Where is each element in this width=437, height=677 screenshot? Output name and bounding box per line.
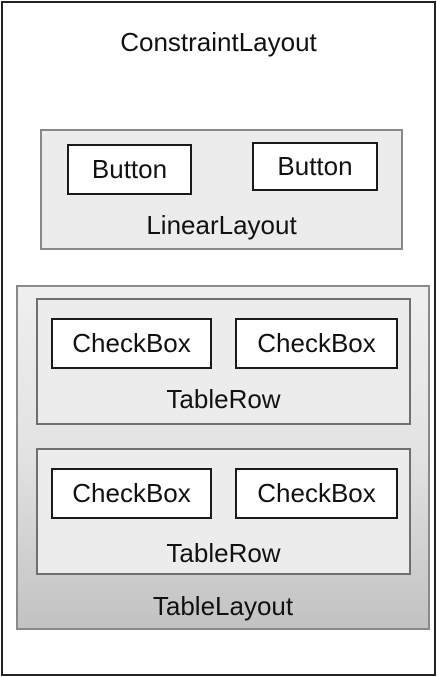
button-widget-1: Button — [67, 144, 192, 195]
button-widget-2: Button — [252, 142, 378, 191]
checkbox-widget-2-1: CheckBox — [51, 468, 212, 519]
linear-layout-box: Button Button LinearLayout — [40, 129, 403, 250]
linear-layout-label: LinearLayout — [146, 210, 297, 240]
checkbox-widget-1-2: CheckBox — [235, 318, 398, 369]
constraint-layout-label: ConstraintLayout — [120, 27, 317, 57]
table-row-2-box: CheckBox CheckBox TableRow — [36, 448, 411, 575]
table-row-1-label: TableRow — [166, 384, 281, 414]
checkbox-widget-1-1: CheckBox — [51, 318, 212, 369]
table-layout-box: CheckBox CheckBox TableRow CheckBox Chec… — [16, 285, 430, 630]
table-row-2-label: TableRow — [166, 538, 281, 568]
table-layout-label: TableLayout — [152, 591, 294, 621]
table-row-1-box: CheckBox CheckBox TableRow — [36, 298, 411, 425]
checkbox-widget-2-2: CheckBox — [235, 468, 398, 519]
